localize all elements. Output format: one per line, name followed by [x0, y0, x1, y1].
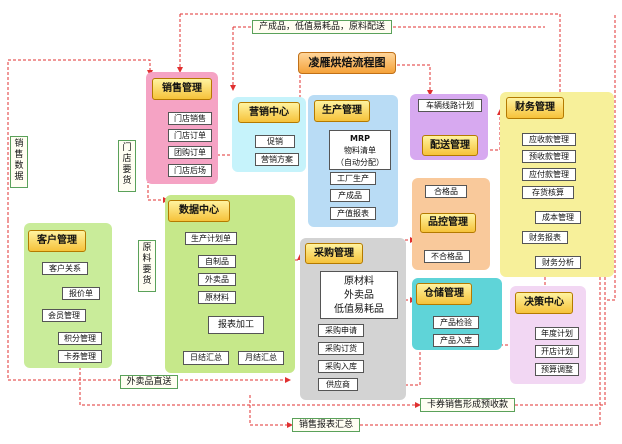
purchase-materials-line1: 原材料 [344, 276, 374, 287]
purchase-zone [300, 238, 406, 400]
data-center-item-self-made: 自制品 [198, 255, 236, 268]
sales-item-store-order: 门店订单 [168, 129, 212, 142]
warehouse-item-inspection: 产品检验 [433, 316, 479, 329]
decision-item-budget: 预算调整 [535, 363, 579, 376]
finance-item-cost: 成本管理 [535, 211, 581, 224]
quality-header: 品控管理 [420, 213, 476, 233]
mrp-title: MRP [350, 134, 370, 143]
quality-failed: 不合格品 [424, 250, 470, 263]
data-center-header: 数据中心 [168, 200, 230, 222]
warehouse-header: 仓储管理 [416, 283, 472, 305]
customer-quote: 报价单 [62, 287, 100, 300]
data-center-item-raw: 原材料 [198, 291, 236, 304]
decision-header: 决策中心 [515, 292, 573, 314]
purchase-materials-box: 原材料 外卖品 低值易耗品 [320, 271, 398, 319]
finance-item-payable: 应付款管理 [522, 168, 576, 181]
purchase-item-supplier: 供应商 [318, 378, 358, 391]
sales-item-store-backroom: 门店后场 [168, 164, 212, 177]
marketing-item-plan: 营销方案 [255, 153, 299, 166]
flow-label-raw-delivery: 原料要货 [138, 240, 156, 292]
marketing-header: 营销中心 [238, 102, 300, 123]
flow-top-loop [180, 13, 563, 101]
flow-label-sales-report: 销售报表汇总 [292, 418, 360, 432]
quality-passed: 合格品 [425, 185, 467, 198]
customer-coupons: 卡券管理 [58, 350, 102, 363]
delivery-route-plan: 车辆线路计划 [418, 99, 482, 112]
production-item-finished: 产成品 [330, 189, 370, 202]
sales-item-group-order: 团购订单 [168, 146, 212, 159]
purchase-item-order: 采购订货 [318, 342, 364, 355]
production-item-factory: 工厂生产 [330, 172, 376, 185]
production-item-output-report: 产值报表 [330, 207, 376, 220]
purchase-header: 采购管理 [305, 243, 363, 264]
customer-header: 客户管理 [28, 230, 86, 252]
data-center-plan: 生产计划单 [185, 232, 237, 245]
purchase-materials-line2: 外卖品 [344, 290, 374, 301]
finance-item-receivable: 应收款管理 [522, 133, 576, 146]
production-mrp-box: MRP 物料清单 （自动分配） [329, 130, 391, 170]
warehouse-item-storage: 产品入库 [433, 334, 479, 347]
flow-sales-report [249, 395, 293, 428]
customer-relations: 客户关系 [42, 262, 88, 275]
mrp-line2: （自动分配） [336, 158, 384, 167]
customer-member: 会员管理 [42, 309, 86, 322]
purchase-materials-line3: 低值易耗品 [334, 304, 384, 315]
finance-zone [500, 92, 614, 277]
decision-item-annual: 年度计划 [535, 327, 579, 340]
flow-left-bottom [7, 220, 122, 381]
finance-item-prepaid: 预收款管理 [522, 150, 576, 163]
diagram-title: 凌雁烘焙流程图 [298, 52, 396, 74]
data-center-report: 报表加工 [208, 316, 264, 334]
purchase-item-inbound: 采购入库 [318, 360, 364, 373]
data-center-item-outsourced: 外卖品 [198, 273, 236, 286]
flow-label-top: 产成品，低值易耗品，原料配送 [252, 20, 392, 34]
finance-item-analysis: 财务分析 [535, 256, 581, 269]
flow-right-edge [605, 15, 616, 301]
flow-label-outsourced-direct: 外卖品直送 [120, 375, 178, 389]
finance-item-report: 财务报表 [522, 231, 568, 244]
finance-item-inventory: 存货核算 [522, 186, 574, 199]
flow-label-store-delivery: 门店要货 [118, 140, 136, 192]
decision-item-store-open: 开店计划 [535, 345, 579, 358]
flow-coupon [79, 362, 421, 408]
delivery-header: 配送管理 [422, 135, 478, 156]
flow-label-coupon-receivable: 卡券销售形成预收款 [420, 398, 515, 412]
sales-item-store-sales: 门店销售 [168, 112, 212, 125]
mrp-line1: 物料清单 [344, 146, 376, 155]
finance-header: 财务管理 [506, 97, 564, 119]
flow-label-sales-data: 销售数据 [10, 136, 28, 188]
customer-points: 积分管理 [58, 332, 102, 345]
data-center-monthly: 月结汇总 [238, 351, 284, 365]
purchase-item-request: 采购申请 [318, 324, 364, 337]
flow-sales-data [7, 59, 153, 220]
marketing-item-promotion: 促销 [255, 135, 295, 148]
flow-coupon-finance [515, 129, 608, 406]
sales-header: 销售管理 [152, 78, 212, 100]
data-center-daily: 日结汇总 [183, 351, 229, 365]
production-header: 生产管理 [314, 100, 370, 122]
